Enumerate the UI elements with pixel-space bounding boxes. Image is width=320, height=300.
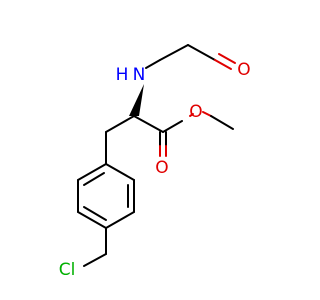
ester-o-methyl-bond-red: [202, 111, 212, 117]
chlorine-label: Cl: [59, 260, 76, 280]
acetyl-c-o-double-bond-2: [218, 53, 236, 64]
acetyl-n-bond: [145, 59, 161, 69]
ester-carbonyl-oxygen-label: O: [155, 158, 168, 178]
molecule-diagram: N H O O O Cl: [58, 44, 251, 280]
ring-bond-6: [105, 163, 135, 181]
alpha-to-ch2-bond: [105, 115, 135, 133]
acetyl-carbonyl-bond-left: [159, 44, 189, 61]
ring-inner-bond-2: [83, 206, 107, 221]
ring-bond-3: [77, 211, 107, 229]
ester-oxygen-label: O: [189, 102, 202, 122]
alpha-to-ester-bond: [133, 115, 164, 133]
ester-carbonyl-to-o-bond: [162, 120, 183, 133]
acetyl-oxygen-label: O: [237, 60, 250, 80]
nitrogen-label: N: [133, 65, 146, 85]
stereo-wedge-bond: [129, 84, 144, 116]
structure-svg: N H O O O Cl: [59, 44, 251, 280]
nitrogen-hydrogen-label: H: [116, 65, 129, 85]
ring-bond-4: [105, 211, 135, 229]
ester-methyl-bond: [210, 115, 234, 130]
ch2-to-cl-bond: [83, 253, 107, 267]
acetyl-methyl-bond: [187, 44, 216, 61]
acetyl-c-o-double-bond-1: [214, 59, 232, 70]
ring-bond-1: [77, 163, 107, 181]
ring-inner-bond-1: [83, 172, 105, 186]
ester-o-single-bond-red: [189, 113, 194, 117]
